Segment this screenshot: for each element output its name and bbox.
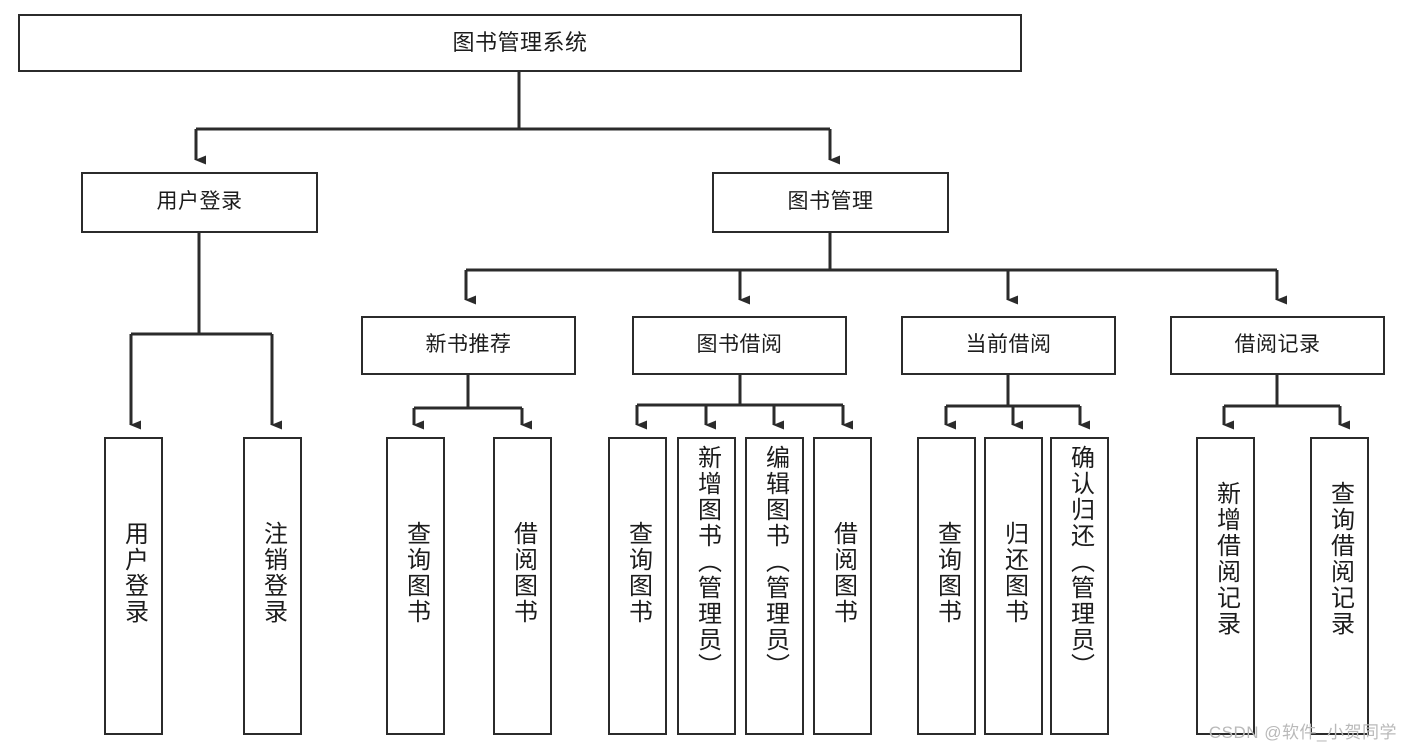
node-book-management[interactable]: 图书管理 xyxy=(712,172,949,233)
node-label: 用户登录 xyxy=(156,190,243,214)
leaf-borrow-record-add-record[interactable]: 新增借阅记录 xyxy=(1196,437,1255,735)
leaf-borrow-record-query-record[interactable]: 查询借阅记录 xyxy=(1310,437,1369,735)
leaf-new-book-query-books[interactable]: 查询图书 xyxy=(386,437,445,735)
leaf-book-borrow-query-books[interactable]: 查询图书 xyxy=(608,437,667,735)
node-label: 查询图书 xyxy=(624,521,652,625)
node-borrow-record[interactable]: 借阅记录 xyxy=(1170,316,1385,375)
leaf-current-borrow-return-books[interactable]: 归还图书 xyxy=(984,437,1043,735)
leaf-book-borrow-borrow-books[interactable]: 借阅图书 xyxy=(813,437,872,735)
node-new-book-recommend[interactable]: 新书推荐 xyxy=(361,316,576,375)
leaf-book-borrow-edit-book-admin[interactable]: 编辑图书（管理员） xyxy=(745,437,804,735)
node-label: 查询图书 xyxy=(402,521,430,625)
node-current-borrow[interactable]: 当前借阅 xyxy=(901,316,1116,375)
leaf-book-borrow-add-book-admin[interactable]: 新增图书（管理员） xyxy=(677,437,736,735)
leaf-user-login-login[interactable]: 用户登录 xyxy=(104,437,163,735)
node-root-system[interactable]: 图书管理系统 xyxy=(18,14,1022,72)
node-label: 图书管理系统 xyxy=(452,30,588,56)
node-label: 图书借阅 xyxy=(696,333,783,357)
node-label: 查询图书 xyxy=(933,521,961,625)
node-user-login[interactable]: 用户登录 xyxy=(81,172,318,233)
node-label: 查询借阅记录 xyxy=(1326,481,1354,637)
node-book-borrow[interactable]: 图书借阅 xyxy=(632,316,847,375)
node-label: 编辑图书（管理员） xyxy=(761,445,789,679)
node-label: 当前借阅 xyxy=(965,333,1052,357)
node-label: 用户登录 xyxy=(120,521,148,625)
csdn-watermark: CSDN @软件_小贺同学 xyxy=(1208,723,1397,742)
node-label: 新书推荐 xyxy=(425,333,512,357)
node-label: 借阅记录 xyxy=(1234,333,1321,357)
node-label: 新增图书（管理员） xyxy=(693,445,721,679)
node-label: 新增借阅记录 xyxy=(1212,481,1240,637)
node-label: 确认归还（管理员） xyxy=(1066,445,1094,679)
leaf-new-book-borrow-books[interactable]: 借阅图书 xyxy=(493,437,552,735)
leaf-user-login-logout[interactable]: 注销登录 xyxy=(243,437,302,735)
node-label: 借阅图书 xyxy=(829,521,857,625)
leaf-current-borrow-query-books[interactable]: 查询图书 xyxy=(917,437,976,735)
node-label: 借阅图书 xyxy=(509,521,537,625)
leaf-current-borrow-confirm-return-admin[interactable]: 确认归还（管理员） xyxy=(1050,437,1109,735)
node-label: 注销登录 xyxy=(259,521,287,625)
node-label: 图书管理 xyxy=(787,190,874,214)
node-label: 归还图书 xyxy=(1000,521,1028,625)
